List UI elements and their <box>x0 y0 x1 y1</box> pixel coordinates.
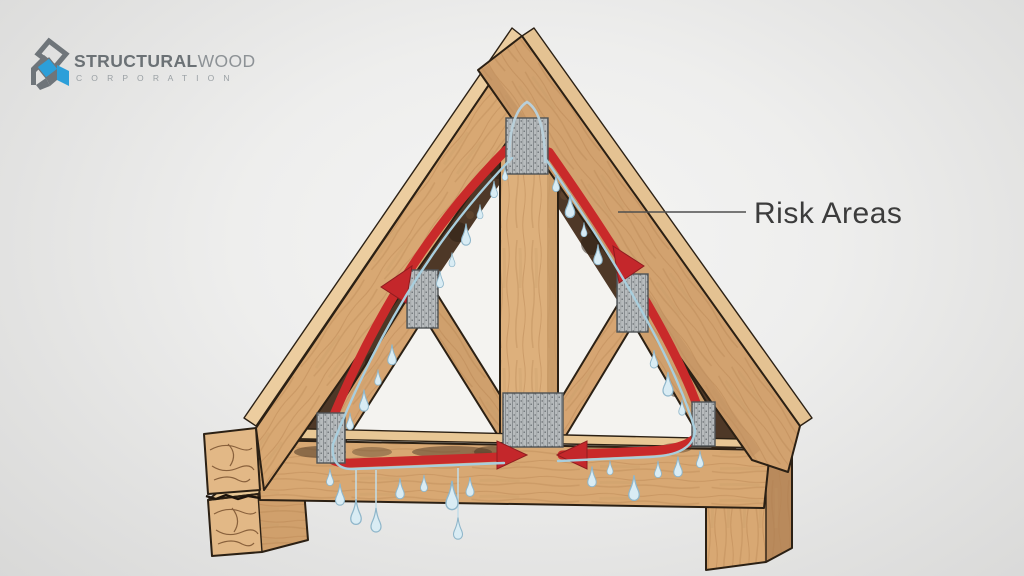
right-heel-gusset-plate <box>691 401 716 447</box>
left-rafter-arrow <box>380 264 413 304</box>
end-grain-texture <box>209 443 255 483</box>
brand-tagline: C O R P O R A T I O N <box>76 73 233 83</box>
sw-cube-house-icon <box>31 37 70 90</box>
end-grain-texture <box>213 507 259 547</box>
risk-areas-label: Risk Areas <box>754 197 902 230</box>
condensation-lines <box>331 100 697 471</box>
bottom-right-arrow <box>555 440 588 470</box>
left-rafter <box>243 27 561 491</box>
right-rafter-gusset-plate <box>616 273 649 333</box>
left-rafter-gusset-plate <box>406 269 439 329</box>
brand-wordmark: STRUCTURALWOOD <box>74 51 256 71</box>
wall-plate-gap <box>205 493 261 501</box>
annotation: Risk Areas <box>618 197 902 230</box>
risk-path-right <box>544 147 707 460</box>
center-gusset-plate <box>502 392 564 448</box>
brand-logo: STRUCTURALWOOD C O R P O R A T I O N <box>31 37 256 90</box>
left-heel-gusset-plate <box>316 412 346 464</box>
water-drips <box>326 166 704 540</box>
apex-condensation-arch <box>507 100 547 164</box>
